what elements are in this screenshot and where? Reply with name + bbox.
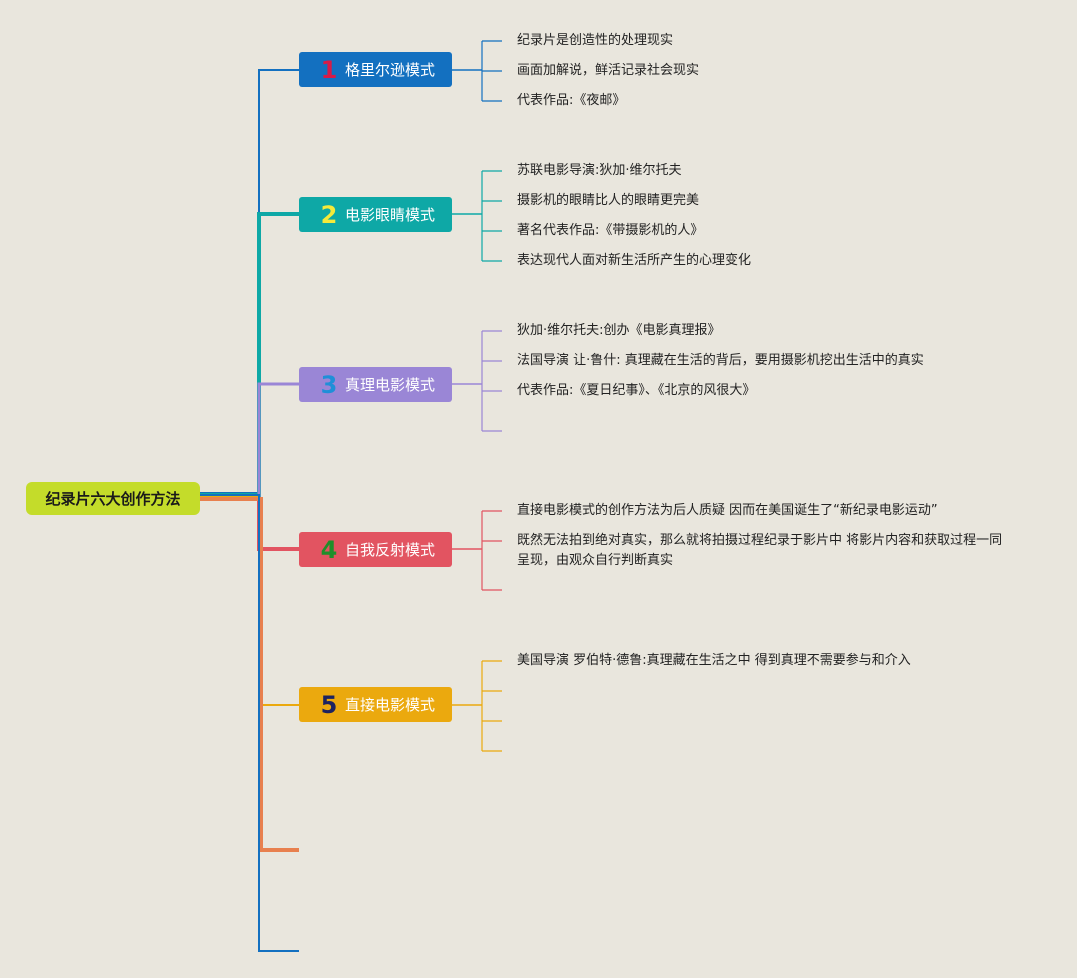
subtopic[interactable]: 纪录片是创造性的处理现实 [517, 33, 674, 48]
branch-topic-label: 电影眼睛模式 [345, 206, 436, 224]
branch-number-badge: 1 [320, 55, 338, 84]
branch-number-badge: 3 [320, 370, 338, 399]
subtopic[interactable]: 狄加·维尔托夫:创办《电影真理报》 [517, 323, 721, 338]
trunk-line-7 [200, 494, 299, 952]
trunk-line-2 [200, 212, 299, 497]
branch-topic-label: 真理电影模式 [345, 376, 436, 394]
branch-topic-label: 直接电影模式 [345, 696, 436, 714]
branch-topic-1[interactable]: 1 格里尔逊模式 [299, 52, 452, 87]
subtopic[interactable]: 画面加解说，鲜活记录社会现实 [517, 63, 700, 78]
root-topic[interactable]: 纪录片六大创作方法 [26, 482, 200, 515]
trunk-line-6 [200, 497, 299, 852]
branch-topic-label: 格里尔逊模式 [345, 61, 436, 79]
subtopic[interactable]: 既然无法拍到绝对真实，那么就将拍摄过程纪录于影片中 将影片内容和获取过程一同呈现… [517, 533, 1003, 568]
branch-topic-4[interactable]: 4 自我反射模式 [299, 532, 452, 567]
subtopic[interactable]: 美国导演 罗伯特·德鲁:真理藏在生活之中 得到真理不需要参与和介入 [517, 653, 911, 668]
branch-topic-3[interactable]: 3 真理电影模式 [299, 367, 452, 402]
subtopic[interactable]: 代表作品:《夜邮》 [517, 93, 626, 108]
subtopic[interactable]: 法国导演 让·鲁什: 真理藏在生活的背后，要用摄影机挖出生活中的真实 [517, 353, 924, 368]
subtopic[interactable]: 苏联电影导演:狄加·维尔托夫 [517, 163, 682, 178]
branch-number-badge: 4 [320, 535, 338, 564]
subtopic[interactable]: 摄影机的眼睛比人的眼睛更完美 [517, 193, 700, 208]
trunk-line-5 [200, 496, 299, 706]
trunk-line-1 [200, 69, 299, 494]
trunk-line-4 [200, 497, 299, 551]
subtopic[interactable]: 代表作品:《夏日纪事》、《北京的风很大》 [517, 383, 756, 398]
branch-topic-5[interactable]: 5 直接电影模式 [299, 687, 452, 722]
branch-topic-label: 自我反射模式 [345, 541, 436, 559]
branch-topic-2[interactable]: 2 电影眼睛模式 [299, 197, 452, 232]
branch-number-badge: 2 [320, 200, 338, 229]
trunk-line-3 [200, 382, 299, 499]
subtopic[interactable]: 表达现代人面对新生活所产生的心理变化 [517, 253, 752, 268]
branch-number-badge: 5 [320, 690, 338, 719]
subtopic[interactable]: 直接电影模式的创作方法为后人质疑 因而在美国诞生了“新纪录电影运动” [517, 503, 938, 518]
subtopic[interactable]: 著名代表作品:《带摄影机的人》 [517, 223, 704, 238]
root-topic-label: 纪录片六大创作方法 [45, 490, 181, 508]
